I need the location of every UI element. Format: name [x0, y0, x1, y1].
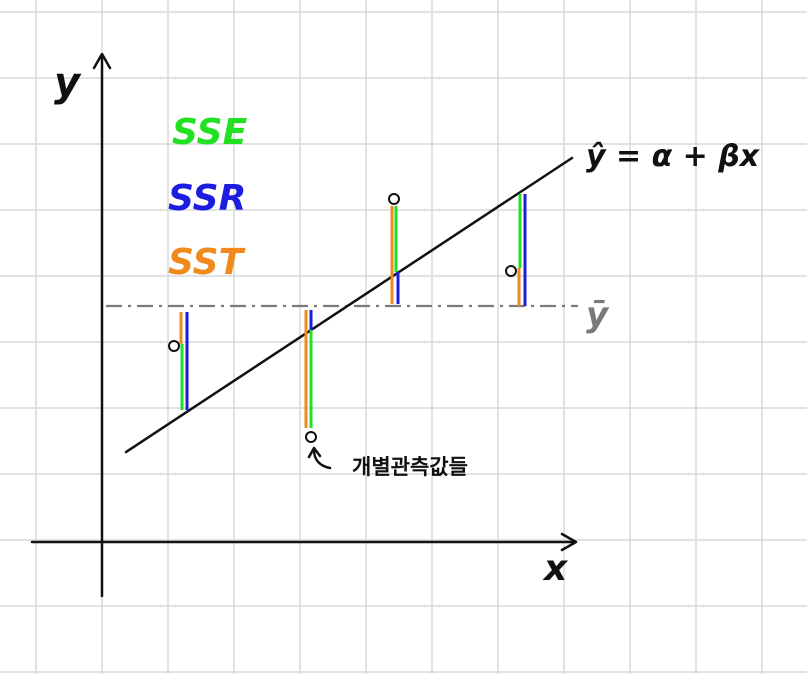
observation-point-1	[168, 340, 180, 352]
legend-sst: SST	[168, 242, 246, 283]
regression-equation: ŷ = α + βx	[586, 139, 761, 174]
observations-annotation: 개별관측값들	[352, 455, 468, 479]
x-axis-arrowhead	[560, 532, 578, 552]
mean-label: ȳ	[586, 295, 610, 335]
legend-ssr: SSR	[168, 178, 246, 219]
y-axis-label: y	[54, 60, 82, 106]
annotation-arrowhead	[307, 446, 322, 459]
observation-point-2	[305, 431, 317, 443]
observation-point-3	[388, 193, 400, 205]
x-axis-label: x	[542, 548, 569, 589]
observation-point-4	[505, 265, 517, 277]
annotation-arrow	[312, 448, 332, 470]
y-axis-arrowhead	[92, 52, 112, 70]
regression-line	[124, 156, 574, 454]
legend-sse: SSE	[172, 112, 248, 153]
